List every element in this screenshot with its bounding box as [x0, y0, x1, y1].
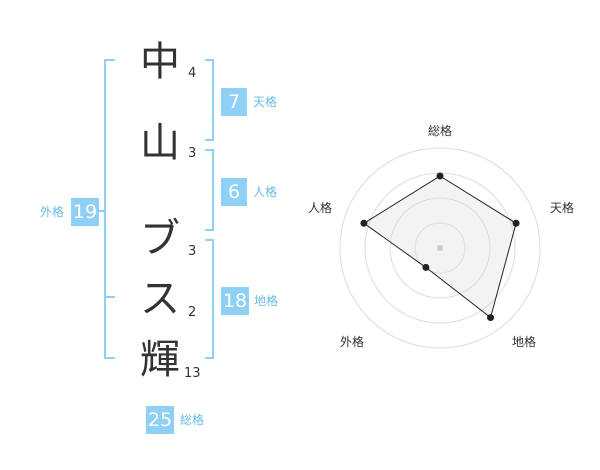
name-char-5: 輝 [140, 337, 180, 383]
jinkaku-label: 人格 [253, 185, 278, 199]
radar-axis-label-2: 天格 [550, 201, 575, 215]
name-char-3: ブ [140, 216, 180, 262]
radar-axis-label-3: 地格 [512, 335, 537, 349]
jinkaku-value: 6 [221, 178, 247, 206]
tenkaku-value: 7 [221, 88, 247, 116]
radar-axis-label-4: 外格 [340, 335, 365, 349]
chikaku-label: 地格 [254, 294, 279, 308]
radar-point-4 [422, 263, 430, 271]
radar-point-1 [436, 172, 444, 180]
stroke-count-4: 2 [188, 305, 197, 320]
radar-point-2 [512, 219, 520, 227]
radar-axis-label-5: 人格 [308, 201, 333, 215]
jinkaku-bracket [205, 149, 214, 231]
radar-ring-1 [414, 222, 466, 274]
chikaku-value: 18 [221, 287, 249, 315]
radar-ring-2 [389, 197, 491, 299]
stroke-count-5: 13 [184, 366, 201, 381]
stroke-count-1: 4 [188, 66, 197, 81]
tenkaku-label: 天格 [253, 95, 278, 109]
name-char-1: 中 [140, 39, 180, 85]
radar-axis-label-1: 総格 [428, 124, 453, 138]
soukaku-value: 25 [146, 406, 174, 434]
stroke-count-3: 3 [188, 244, 197, 259]
radar-point-3 [487, 314, 495, 322]
gaikaku-bracket [104, 59, 115, 359]
chikaku-bracket [205, 239, 214, 359]
name-char-2: 山 [140, 120, 180, 166]
tenkaku-bracket [205, 59, 214, 141]
gaikaku-label: 外格 [40, 205, 65, 219]
name-char-4: ス [140, 276, 180, 322]
radar-center-dot [437, 245, 443, 251]
gaikaku-value: 19 [71, 198, 99, 226]
soukaku-label: 総格 [180, 413, 205, 427]
radar-point-5 [360, 219, 368, 227]
stroke-count-2: 3 [188, 146, 197, 161]
